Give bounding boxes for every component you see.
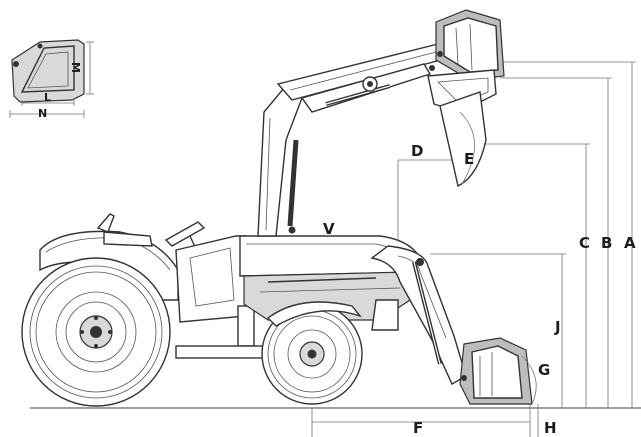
dimension-lines bbox=[311, 61, 636, 437]
rear-wheel bbox=[21, 257, 171, 407]
inset-label-n: N bbox=[38, 107, 47, 120]
label-f: F bbox=[413, 419, 423, 437]
label-v: V bbox=[323, 220, 335, 238]
inset-label-l: L bbox=[44, 91, 51, 104]
inset-label-m: M bbox=[69, 62, 82, 73]
label-d: D bbox=[411, 142, 423, 160]
label-b: B bbox=[601, 234, 612, 252]
label-h: H bbox=[544, 419, 557, 437]
front-wheel bbox=[261, 301, 363, 405]
loader-raised bbox=[276, 9, 505, 188]
label-a: A bbox=[624, 234, 636, 252]
loader-lowered bbox=[370, 245, 537, 405]
label-j: J bbox=[554, 318, 561, 336]
bucket-inset: M L N bbox=[9, 39, 94, 120]
label-c: C bbox=[579, 234, 590, 252]
label-g: G bbox=[538, 361, 550, 379]
label-e: E bbox=[464, 150, 474, 168]
